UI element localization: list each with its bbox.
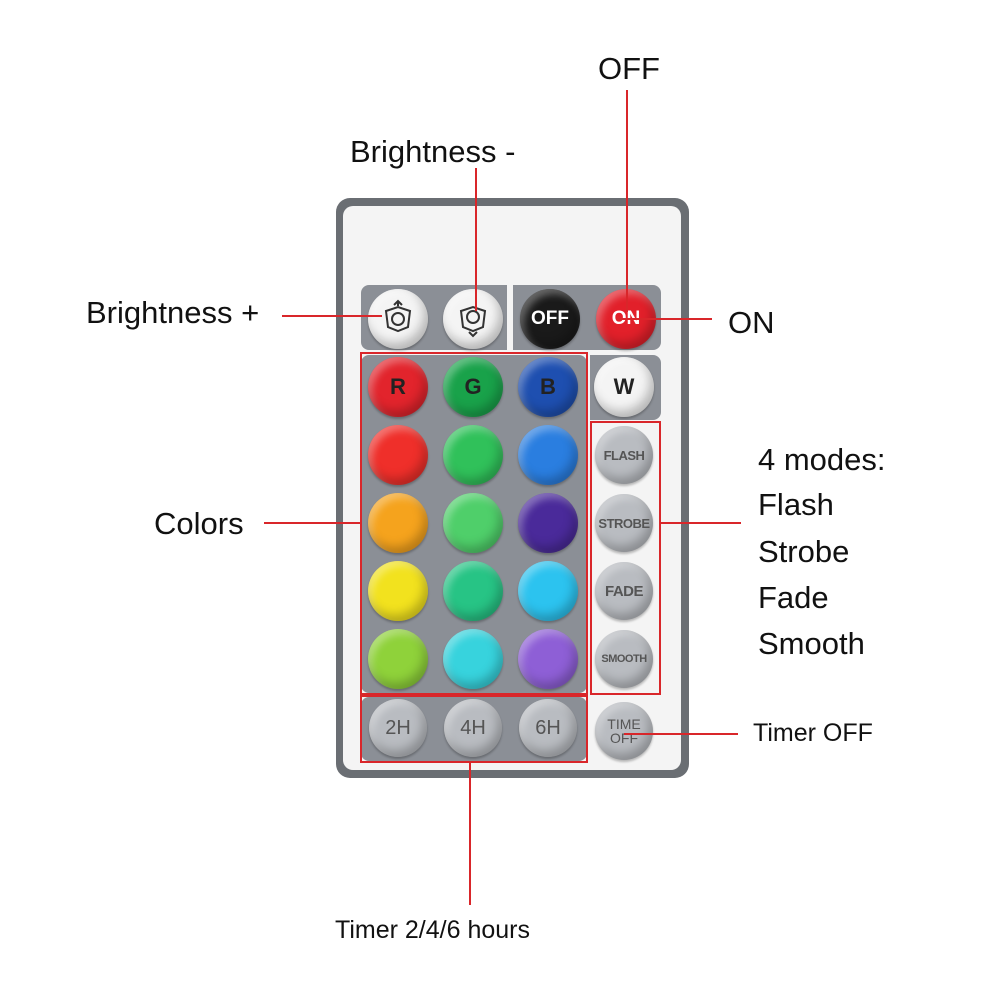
colors-highlight-box [360, 352, 588, 695]
red-button[interactable]: R [368, 357, 428, 417]
flash-button[interactable]: FLASH [595, 426, 653, 484]
brightness-minus-label: Brightness - [350, 134, 516, 169]
white-button[interactable]: W [594, 357, 654, 417]
color-button-sky-blue[interactable] [518, 561, 578, 621]
sun-down-icon [459, 305, 487, 338]
timer-off-leader-line [624, 733, 738, 735]
color-button-red[interactable] [368, 425, 428, 485]
mode-strobe-label: Strobe [758, 534, 850, 569]
colors-leader-line [264, 522, 360, 524]
off-button[interactable]: OFF [520, 289, 580, 349]
brightness-plus-button[interactable] [368, 289, 428, 349]
mode-fade-label: Fade [758, 580, 829, 615]
color-button-yellow[interactable] [368, 561, 428, 621]
fade-button[interactable]: FADE [595, 562, 653, 620]
brightness-plus-label: Brightness + [86, 295, 260, 330]
color-button-lime[interactable] [368, 629, 428, 689]
timer-2h-button[interactable]: 2H [369, 699, 427, 757]
color-button-cyan[interactable] [443, 629, 503, 689]
timer-off-label: Timer OFF [753, 719, 873, 747]
blue-button[interactable]: B [518, 357, 578, 417]
color-button-indigo[interactable] [518, 493, 578, 553]
strobe-button[interactable]: STROBE [595, 494, 653, 552]
brightness-plus-leader-line [282, 315, 382, 317]
timer-highlight-box [360, 695, 588, 763]
off-leader-line [626, 90, 628, 312]
timer-hours-leader-line [469, 763, 471, 905]
mode-flash-label: Flash [758, 487, 834, 522]
color-button-teal[interactable] [443, 561, 503, 621]
color-button-purple[interactable] [518, 629, 578, 689]
on-label: ON [728, 305, 775, 340]
timer-6h-button[interactable]: 6H [519, 699, 577, 757]
brightness-minus-button[interactable] [443, 289, 503, 349]
colors-label: Colors [154, 506, 244, 541]
on-leader-line [616, 318, 712, 320]
off-label: OFF [598, 51, 660, 86]
modes-highlight-box [590, 421, 661, 695]
sun-up-icon [384, 299, 412, 333]
brightness-minus-leader-line [475, 168, 477, 311]
color-button-blue[interactable] [518, 425, 578, 485]
color-button-green[interactable] [443, 425, 503, 485]
smooth-button[interactable]: SMOOTH [595, 630, 653, 688]
color-button-light-green[interactable] [443, 493, 503, 553]
time-off-button[interactable]: TIME OFF [595, 702, 653, 760]
modes-leader-line [661, 522, 741, 524]
timer-4h-button[interactable]: 4H [444, 699, 502, 757]
time-off-line1: TIME [607, 716, 641, 732]
color-button-orange[interactable] [368, 493, 428, 553]
mode-smooth-label: Smooth [758, 626, 865, 661]
modes-title-label: 4 modes: [758, 442, 886, 477]
timer-hours-label: Timer 2/4/6 hours [335, 916, 530, 944]
green-button[interactable]: G [443, 357, 503, 417]
